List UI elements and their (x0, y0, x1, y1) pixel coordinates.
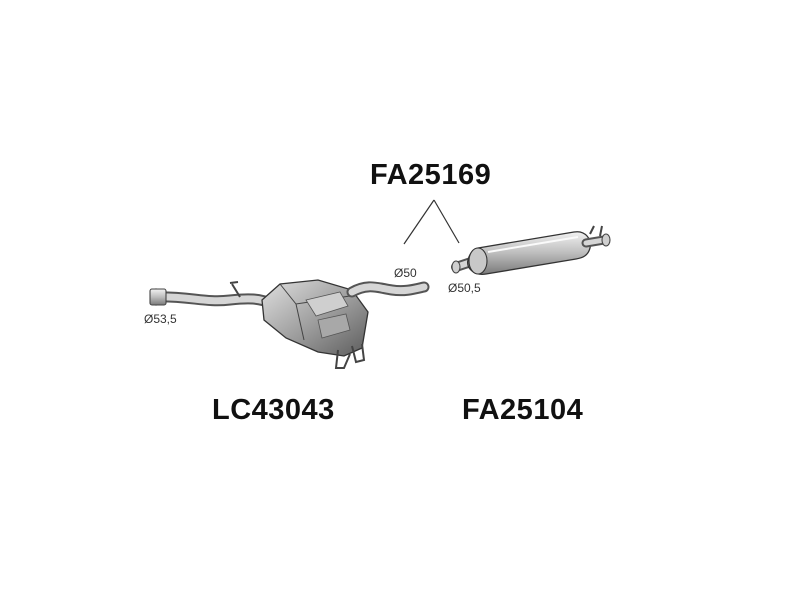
dimension-connector-right: Ø50,5 (448, 281, 481, 295)
center-silencer-inlet-pipe (149, 281, 278, 310)
connector-pointer-lines (403, 199, 460, 245)
dimension-connector-left: Ø50 (394, 266, 417, 280)
part-code-center-silencer: LC43043 (212, 394, 335, 426)
center-silencer-outlet-pipe (346, 281, 430, 298)
part-code-rear-silencer: FA25104 (462, 394, 584, 426)
part-code-connector: FA25169 (370, 159, 492, 191)
center-silencer-body (261, 279, 369, 369)
rear-silencer (451, 225, 611, 275)
dimension-inlet: Ø53,5 (144, 312, 177, 326)
